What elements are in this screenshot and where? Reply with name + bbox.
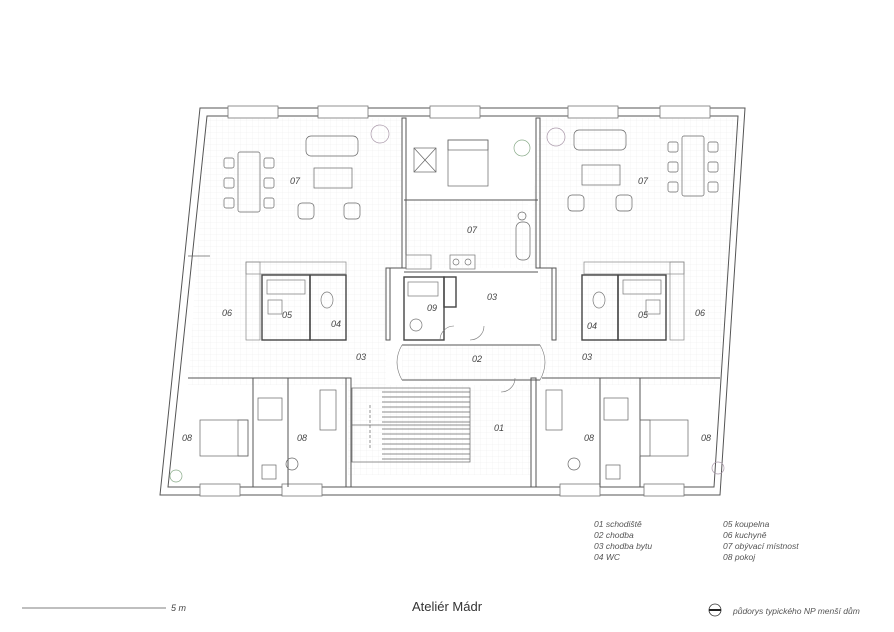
legend-item: 08 pokoj bbox=[723, 552, 756, 562]
bedroom-furniture bbox=[169, 389, 725, 483]
legend-item: 03 chodba bytu bbox=[594, 541, 653, 551]
room-label-left-bed2: 08 bbox=[297, 433, 307, 443]
room-labels: 07 06 05 04 03 08 08 07 09 03 02 01 07 0… bbox=[182, 176, 711, 443]
legend-item: 01 schodiště bbox=[594, 519, 642, 529]
room-label-right-bed1: 08 bbox=[584, 433, 594, 443]
doors bbox=[396, 325, 546, 393]
fixtures bbox=[266, 254, 662, 332]
room-label-center-bath: 09 bbox=[427, 303, 437, 313]
room-label-center-hall: 03 bbox=[487, 292, 497, 302]
bathroom-blocks bbox=[261, 274, 667, 341]
legend-item: 06 kuchyně bbox=[723, 530, 767, 540]
room-label-stairs: 01 bbox=[494, 423, 504, 433]
room-label-right-living: 07 bbox=[638, 176, 649, 186]
room-label-corridor: 02 bbox=[472, 354, 482, 364]
outer-walls bbox=[159, 107, 746, 496]
north-arrow-icon bbox=[708, 603, 722, 617]
staircase bbox=[351, 387, 471, 463]
legend-item: 02 chodba bbox=[594, 530, 634, 540]
room-label-right-wc: 04 bbox=[587, 321, 597, 331]
legend-column-2: 05 koupelna 06 kuchyně 07 obývací místno… bbox=[723, 519, 799, 563]
kitchen-counters bbox=[245, 261, 685, 341]
legend-item: 07 obývací místnost bbox=[723, 541, 799, 551]
room-label-center-living: 07 bbox=[467, 225, 478, 235]
studio-name: Ateliér Mádr bbox=[411, 599, 483, 614]
room-label-left-living: 07 bbox=[290, 176, 301, 186]
windows bbox=[199, 105, 711, 497]
legend-column-1: 01 schodiště 02 chodba 03 chodba bytu 04… bbox=[594, 519, 652, 563]
room-label-left-bed1: 08 bbox=[182, 433, 192, 443]
room-label-right-kitchen: 06 bbox=[695, 308, 705, 318]
room-label-left-wc: 04 bbox=[331, 319, 341, 329]
room-label-right-bed2: 08 bbox=[701, 433, 711, 443]
room-label-left-bath: 05 bbox=[282, 310, 293, 320]
legend-item: 05 koupelna bbox=[723, 519, 770, 529]
scale-label: 5 m bbox=[171, 603, 187, 613]
furniture-right bbox=[546, 127, 719, 212]
floor-tiles bbox=[188, 118, 742, 475]
room-label-left-kitchen: 06 bbox=[222, 308, 232, 318]
furniture-left bbox=[188, 124, 390, 257]
plan-caption: půdorys typického NP menší dům bbox=[733, 606, 860, 616]
room-label-left-hall: 03 bbox=[356, 352, 366, 362]
room-label-right-hall: 03 bbox=[582, 352, 592, 362]
room-label-right-bath: 05 bbox=[638, 310, 649, 320]
legend-item: 04 WC bbox=[594, 552, 620, 562]
furniture-center bbox=[413, 139, 531, 261]
